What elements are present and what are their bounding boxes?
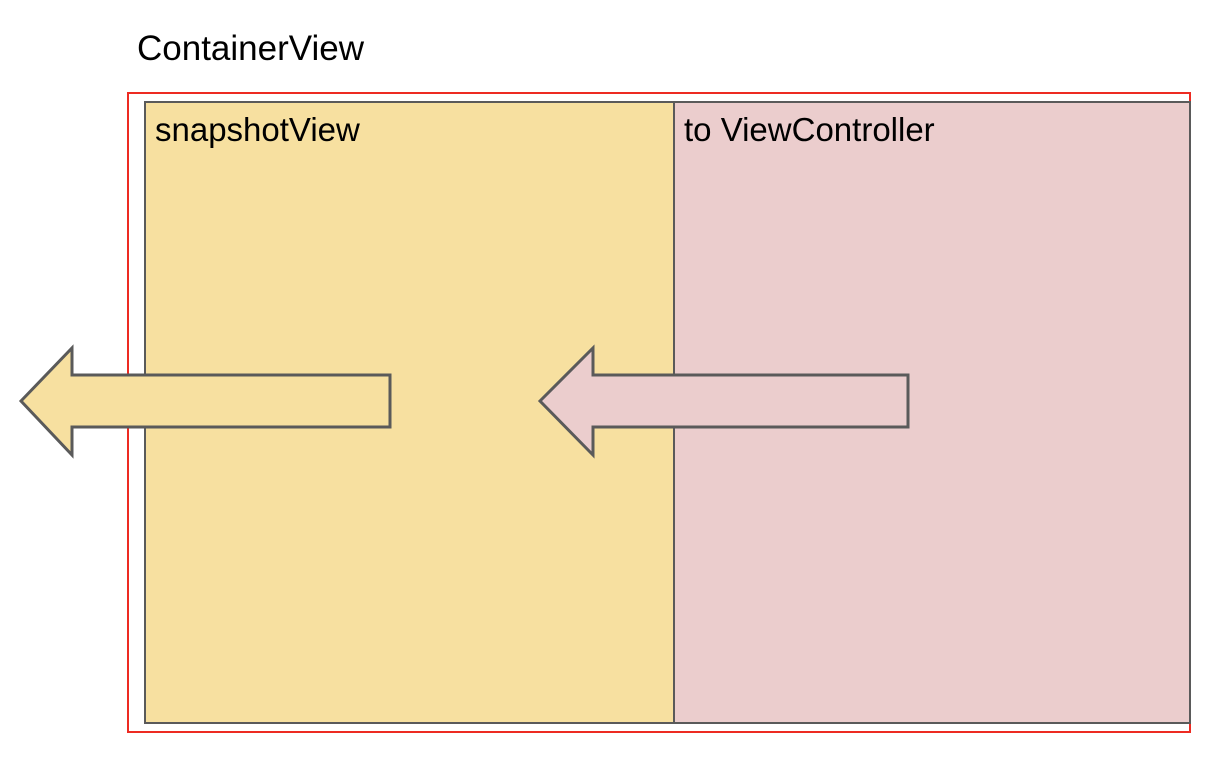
to-view-controller-label: to ViewController [684,111,935,148]
inner-view-stack: snapshotView to ViewController [144,101,1191,724]
to-view-controller-pane[interactable]: to ViewController [675,103,1189,722]
snapshot-view-label: snapshotView [155,111,360,148]
snapshot-view-pane[interactable]: snapshotView [146,103,675,722]
page-title: ContainerView [137,29,364,68]
